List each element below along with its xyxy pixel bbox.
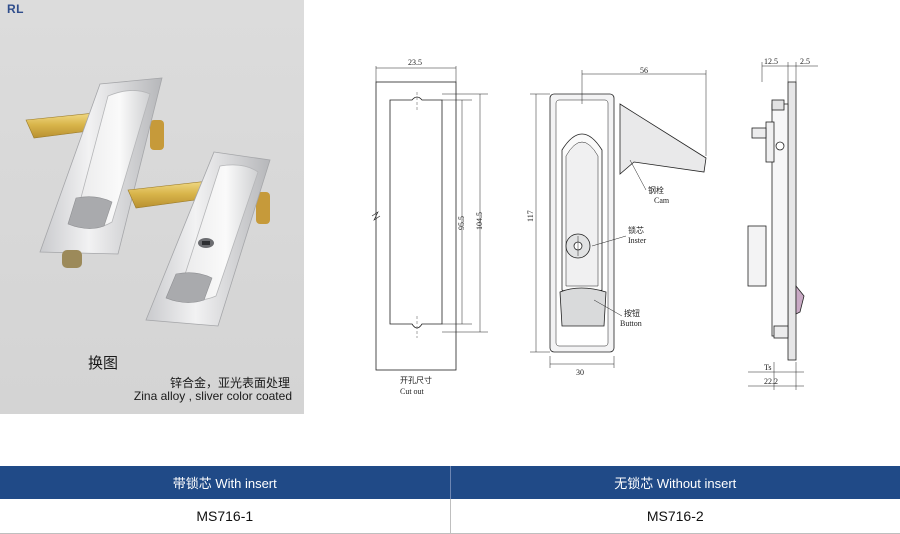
cam-label-cn: 钢栓	[648, 185, 664, 195]
header-without-insert: 无锁芯 Without insert	[450, 466, 900, 499]
handle-without-insert-image	[128, 152, 270, 326]
insert-label-en: Inster	[628, 236, 647, 245]
front-dim-height: 117	[526, 210, 535, 222]
side-dim-bottom: 22.2	[764, 377, 778, 386]
front-view	[530, 70, 706, 368]
side-dim-b: 2.5	[800, 57, 810, 66]
front-dim-bottom: 30	[576, 368, 584, 377]
cutout-dim-outer: 104.5	[475, 212, 484, 230]
cam-label-en: Cam	[654, 196, 670, 205]
cutout-view	[372, 66, 488, 370]
side-view	[748, 62, 818, 390]
model-without-insert: MS716-2	[450, 499, 900, 533]
product-photo-panel: RL	[0, 0, 304, 414]
button-label-cn: 按钮	[624, 308, 640, 318]
table-header-row: 带锁芯 With insert 无锁芯 Without insert	[0, 466, 900, 499]
button-label-en: Button	[620, 319, 642, 328]
spacer	[0, 414, 900, 466]
front-dim-top: 56	[640, 66, 648, 75]
handle-with-insert-image	[26, 78, 164, 268]
material-caption-en: Zina alloy , sliver color coated	[134, 389, 292, 403]
technical-drawing-panel: 23.5 95.5 104.5 开孔尺寸 Cut out	[304, 0, 900, 414]
product-photo	[0, 0, 304, 414]
insert-label-cn: 锁芯	[628, 225, 644, 235]
model-with-insert: MS716-1	[0, 499, 450, 533]
cutout-dim-width: 23.5	[408, 58, 422, 67]
cutout-label-cn: 开孔尺寸	[400, 375, 432, 385]
table-row: MS716-1 MS716-2	[0, 499, 900, 534]
side-dim-ts: Ts	[764, 363, 771, 372]
technical-drawing: 23.5 95.5 104.5 开孔尺寸 Cut out	[304, 0, 900, 414]
photo-title: 换图	[88, 352, 118, 373]
side-dim-a: 12.5	[764, 57, 778, 66]
model-table: 带锁芯 With insert 无锁芯 Without insert MS716…	[0, 466, 900, 533]
cutout-dim-inner: 95.5	[457, 216, 466, 230]
header-with-insert: 带锁芯 With insert	[0, 466, 450, 499]
cutout-label-en: Cut out	[400, 387, 425, 396]
